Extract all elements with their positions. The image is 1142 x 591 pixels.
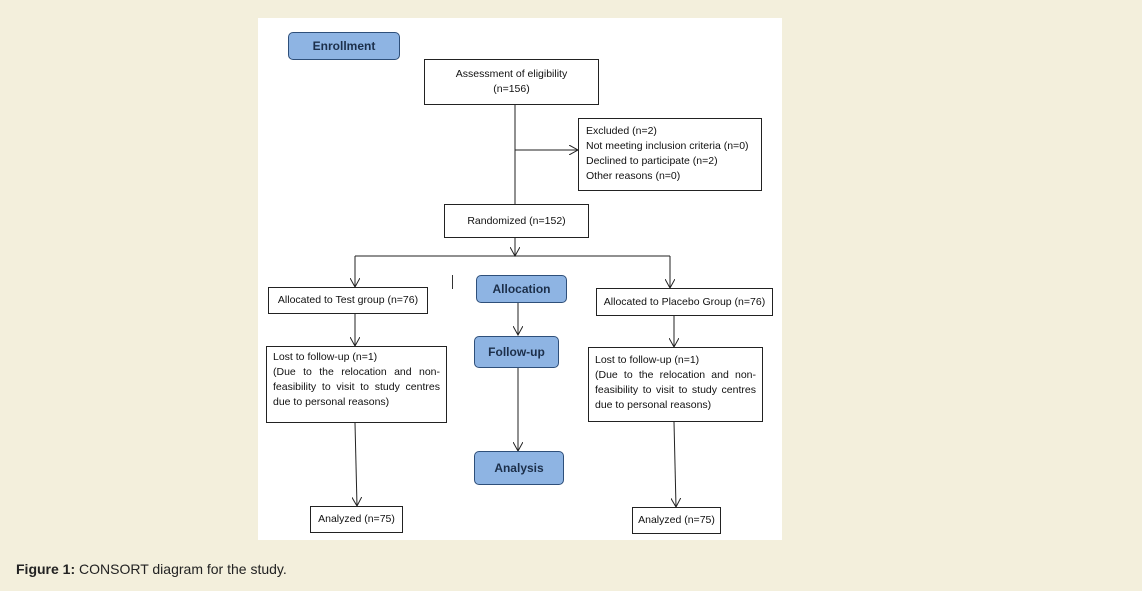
excluded-not-meeting: Not meeting inclusion criteria (n=0) <box>586 140 749 152</box>
figure-caption-text: CONSORT diagram for the study. <box>75 561 287 577</box>
randomized-label: Randomized (n=152) <box>467 214 566 227</box>
test-analyzed-label: Analyzed (n=75) <box>318 513 395 525</box>
phase-analysis-label: Analysis <box>494 461 544 475</box>
assessment-count: (n=156) <box>493 83 530 95</box>
placebo-lost-box: Lost to follow-up (n=1) (Due to the relo… <box>588 347 763 422</box>
figure-caption-label: Figure 1: <box>16 561 76 577</box>
placebo-allocated-box: Allocated to Placebo Group (n=76) <box>596 288 773 316</box>
test-lost-box: Lost to follow-up (n=1) (Due to the relo… <box>266 346 447 423</box>
placebo-analyzed-box: Analyzed (n=75) <box>632 507 721 534</box>
arrow-test-lost-to-analyzed <box>355 422 357 506</box>
excluded-declined: Declined to participate (n=2) <box>586 155 718 167</box>
stray-tick-mark <box>452 275 453 289</box>
phase-allocation-label: Allocation <box>492 282 551 296</box>
assessment-title: Assessment of eligibility <box>455 68 568 80</box>
phase-followup: Follow-up <box>474 336 559 368</box>
placebo-lost-count: Lost to follow-up (n=1) <box>595 354 700 366</box>
figure-caption: Figure 1: CONSORT diagram for the study. <box>16 561 287 577</box>
phase-allocation: Allocation <box>476 275 567 303</box>
test-allocated-box: Allocated to Test group (n=76) <box>268 287 428 314</box>
test-lost-reason: (Due to the relocation and non-feasibili… <box>273 366 440 408</box>
test-lost-count: Lost to follow-up (n=1) <box>273 351 378 363</box>
assessment-box: Assessment of eligibility (n=156) <box>424 59 599 105</box>
phase-followup-label: Follow-up <box>488 345 545 359</box>
placebo-analyzed-label: Analyzed (n=75) <box>638 514 715 526</box>
randomized-box: Randomized (n=152) <box>444 204 589 238</box>
phase-analysis: Analysis <box>474 451 564 485</box>
placebo-allocated-label: Allocated to Placebo Group (n=76) <box>603 295 766 308</box>
arrow-placebo-lost-to-analyzed <box>674 421 676 507</box>
phase-enrollment: Enrollment <box>288 32 400 60</box>
excluded-box: Excluded (n=2) Not meeting inclusion cri… <box>578 118 762 191</box>
test-analyzed-box: Analyzed (n=75) <box>310 506 403 533</box>
excluded-total: Excluded (n=2) <box>586 125 657 137</box>
excluded-other: Other reasons (n=0) <box>586 170 681 182</box>
phase-enrollment-label: Enrollment <box>312 39 376 53</box>
placebo-lost-reason: (Due to the relocation and non-feasibili… <box>595 369 756 411</box>
test-allocated-label: Allocated to Test group (n=76) <box>277 294 419 306</box>
